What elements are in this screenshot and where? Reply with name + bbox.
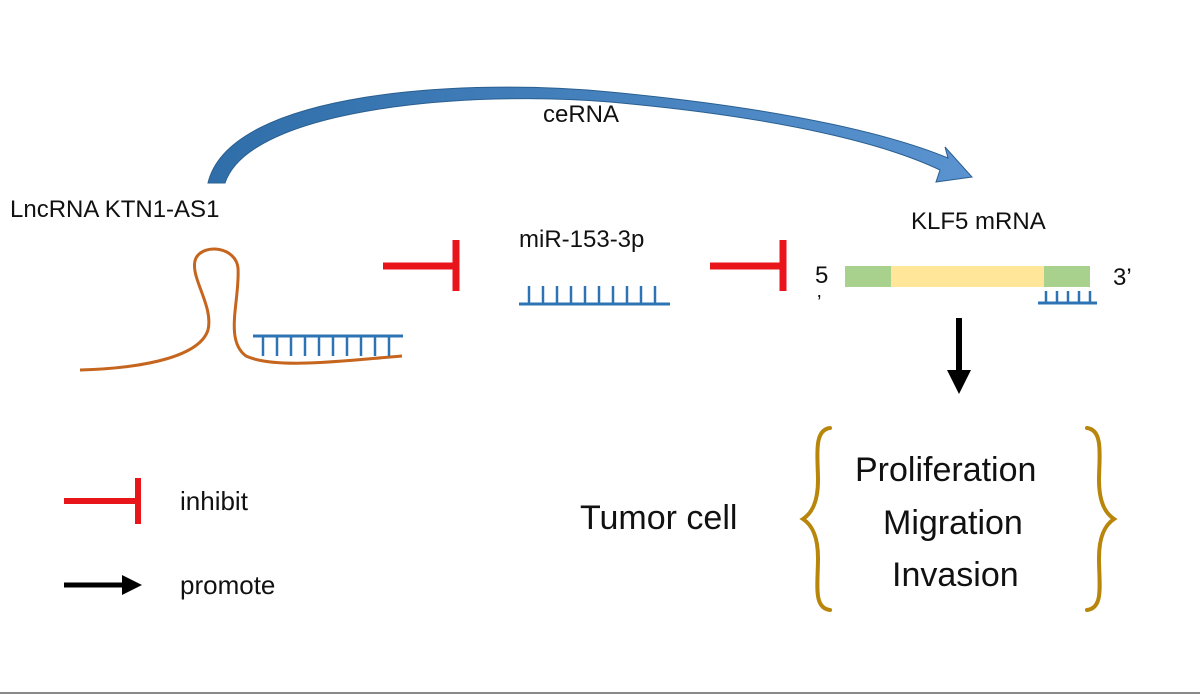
- cerna-arrow: [207, 86, 974, 184]
- mirna-comb: [519, 286, 670, 306]
- outcome-invasion: Invasion: [892, 556, 1019, 594]
- mirna-label: miR-153-3p: [519, 226, 645, 253]
- legend-inhibit-symbol: [64, 478, 141, 524]
- outcome-proliferation: Proliferation: [855, 451, 1037, 489]
- legend-inhibit-label: inhibit: [180, 486, 248, 516]
- inhibit-symbol-mirna-klf5: [710, 240, 787, 291]
- five-prime-label: 5: [815, 262, 829, 289]
- bottom-divider: [0, 692, 1200, 694]
- five-prime-mark: ’: [817, 292, 822, 314]
- klf5-mrna-bar: [845, 266, 1090, 287]
- utr-3prime: [1044, 266, 1090, 287]
- tumor-cell-label: Tumor cell: [580, 499, 738, 537]
- lncrna-bound-mirna: [253, 334, 403, 356]
- promote-arrow-down: [947, 318, 971, 394]
- right-brace: [1085, 426, 1118, 612]
- klf5-mrna-label: KLF5 mRNA: [911, 208, 1046, 235]
- klf5-bound-mirna: [1038, 291, 1097, 305]
- three-prime-label: 3’: [1113, 264, 1132, 291]
- inhibit-symbol-lncrna-mirna: [383, 240, 460, 291]
- left-brace: [799, 426, 832, 612]
- utr-5prime: [845, 266, 891, 287]
- lncrna-label: LncRNA KTN1-AS1: [10, 196, 220, 223]
- legend-promote-label: promote: [180, 570, 276, 600]
- lncrna-strand: [79, 247, 403, 372]
- coding-region: [891, 266, 1044, 287]
- legend-promote-symbol: [64, 575, 142, 595]
- cerna-label: ceRNA: [543, 101, 620, 128]
- outcome-migration: Migration: [883, 504, 1023, 542]
